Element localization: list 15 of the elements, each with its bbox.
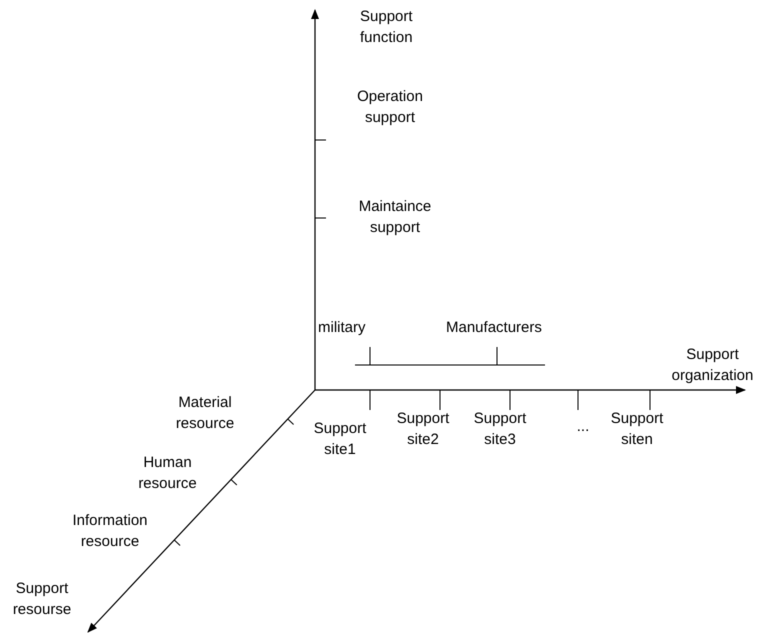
axis-label: Support site3 [472, 409, 528, 450]
axis-label: Maintaince support [358, 197, 432, 238]
axis-label: Manufacturers [446, 318, 543, 338]
axis-label: Support organization [670, 345, 754, 386]
axis-label: Human resource [137, 453, 198, 494]
axis-label: military [318, 318, 366, 338]
axis-label: Information resource [71, 511, 149, 552]
axis-label: Material resource [174, 393, 236, 434]
axis-label: Support resourse [12, 579, 72, 620]
axis-label: Operation support [356, 87, 424, 128]
axis-label: Support site1 [312, 419, 368, 460]
axis-label: Support site2 [396, 409, 450, 450]
axis-label: ... [576, 417, 590, 437]
axis-label: Support function [360, 7, 414, 48]
axis-label: Support siten [610, 409, 664, 450]
